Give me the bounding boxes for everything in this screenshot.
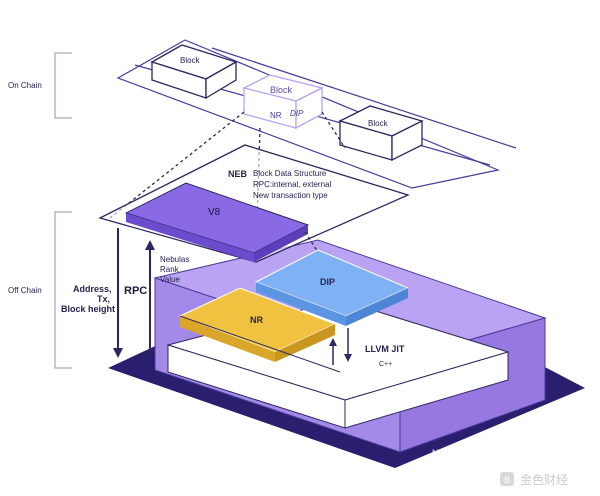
llvm-arrows (329, 328, 352, 365)
address-label: Address, (73, 284, 112, 294)
off-chain-label: Off Chain (8, 286, 42, 295)
v8-label: V8 (208, 207, 221, 218)
cpp-label: C++ (379, 361, 392, 368)
watermark-logo-icon (500, 472, 514, 486)
v8-slab: V8 (124, 182, 310, 262)
block-left-label: Block (180, 56, 201, 65)
llvm-jit-label: LLVM JIT (365, 344, 405, 354)
dashed-connector-right (321, 111, 346, 149)
neb-line-3: New transaction type (253, 191, 328, 200)
neb-line-2: RPC:internal, external (253, 180, 331, 189)
svg-text:B: B (504, 476, 510, 486)
neb-title: NEB (228, 169, 248, 179)
block-center: Block NR DIP (242, 74, 324, 130)
watermark-text: 金色财经 (520, 472, 568, 487)
nr-label: NR (250, 315, 263, 325)
neb-line-1: Block Data Structure (253, 169, 327, 178)
nr-tag: NR (270, 111, 282, 120)
dashed-v8-to-dip (304, 231, 319, 253)
nr-slab: NR (178, 287, 337, 362)
dip-slab: DIP (254, 249, 410, 326)
nbre-label: NBRE (432, 448, 457, 458)
rank-up-arrow (145, 240, 155, 355)
off-chain-bracket (54, 211, 72, 369)
block-left: Block (150, 44, 238, 100)
dip-tag: DIP (290, 109, 304, 118)
rank-label: Rank (160, 265, 180, 274)
dashed-connector-left (109, 111, 245, 219)
tx-label: Tx, (97, 294, 110, 304)
rpc-down-arrow (113, 228, 123, 358)
watermark: B 金色财经 (500, 472, 568, 487)
block-right: Block (338, 105, 424, 162)
dip-label: DIP (320, 277, 335, 287)
block-center-label: Block (270, 85, 293, 95)
value-label: Value (160, 275, 180, 284)
nr-crossing-line (179, 315, 341, 373)
on-chain-label: On Chain (8, 81, 42, 90)
block-height-label: Block height (61, 304, 115, 314)
block-right-label: Block (368, 119, 389, 128)
rpc-label: RPC (124, 285, 147, 297)
on-chain-bracket (54, 52, 72, 119)
nebulas-label: Nebulas (160, 255, 189, 264)
